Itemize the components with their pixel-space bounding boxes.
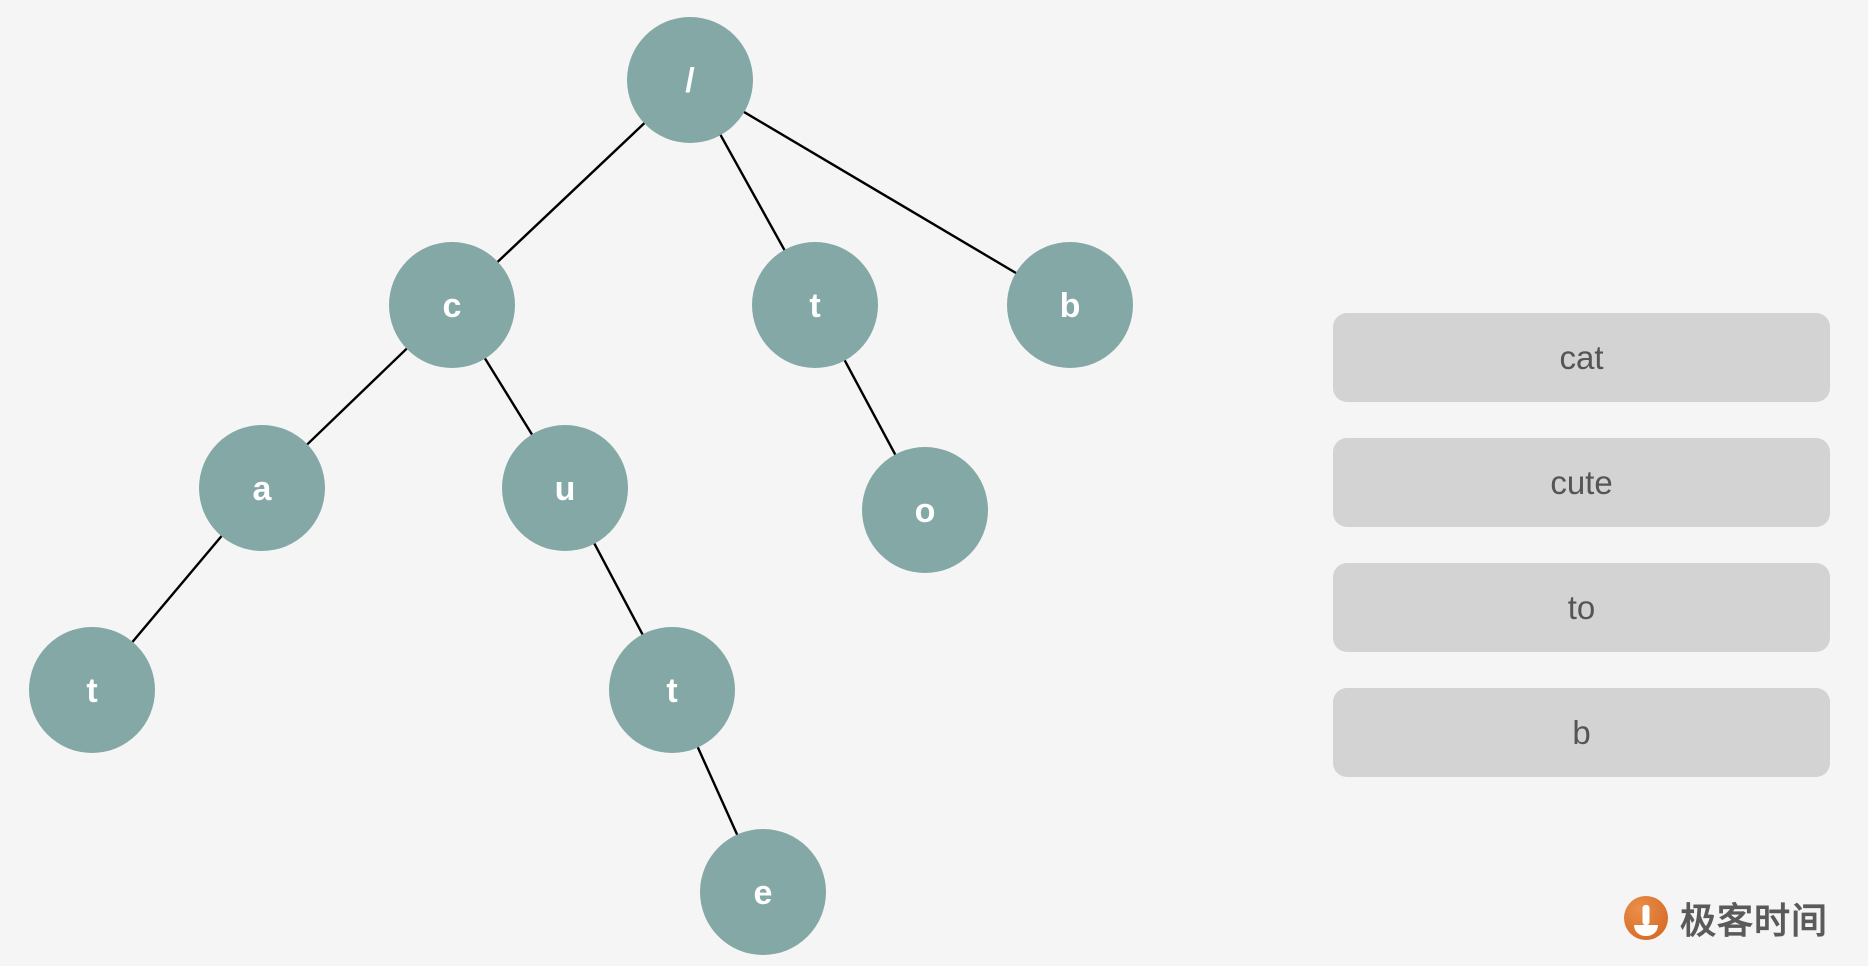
tree-node-label: o — [915, 492, 936, 530]
tree-node-t3[interactable]: t — [609, 627, 735, 753]
tree-edge-root-c — [493, 119, 649, 266]
tree-edge-c-u — [481, 354, 536, 439]
tree-node-t1[interactable]: t — [752, 242, 878, 368]
word-button-cat[interactable]: cat — [1333, 313, 1830, 402]
tree-node-circle — [1007, 242, 1133, 368]
geektime-logo-icon — [1623, 896, 1668, 940]
word-list-panel: cat cute to b — [1333, 313, 1830, 777]
tree-node-label: b — [1060, 287, 1081, 325]
tree-node-u[interactable]: u — [502, 425, 628, 551]
tree-node-label: e — [754, 874, 773, 912]
tree-node-circle — [29, 627, 155, 753]
tree-node-label: t — [86, 672, 97, 710]
watermark-label: 极客时间 — [1679, 901, 1828, 942]
tree-node-circle — [199, 425, 325, 551]
tree-node-label: t — [809, 287, 820, 325]
tree-node-label: / — [685, 62, 695, 100]
word-button-to[interactable]: to — [1333, 563, 1830, 652]
tree-node-label: a — [253, 470, 273, 508]
tree-node-circle — [752, 242, 878, 368]
tree-node-circle — [862, 447, 988, 573]
tree-edge-root-t1 — [717, 130, 788, 255]
tree-edge-t1-o — [841, 355, 899, 460]
tree-node-t2[interactable]: t — [29, 627, 155, 753]
tree-node-e[interactable]: e — [700, 829, 826, 955]
word-button-cute[interactable]: cute — [1333, 438, 1830, 527]
watermark: 极客时间 — [1623, 892, 1828, 944]
tree-node-circle — [389, 242, 515, 368]
trie-tree-graph: / c t b a u o t t e — [29, 17, 1133, 955]
tree-node-circle — [700, 829, 826, 955]
trie-tree-canvas: / c t b a u o t t e — [29, 17, 1133, 955]
tree-edge-u-t3 — [591, 538, 646, 640]
tree-node-label: t — [666, 672, 677, 710]
word-button-b[interactable]: b — [1333, 688, 1830, 777]
tree-edge-a-t2 — [128, 531, 226, 647]
tree-node-layer: / c t b a u o t t e — [29, 17, 1133, 955]
tree-node-root[interactable]: / — [627, 17, 753, 143]
tree-node-o[interactable]: o — [862, 447, 988, 573]
tree-node-label: c — [443, 287, 462, 325]
tree-node-b[interactable]: b — [1007, 242, 1133, 368]
tree-node-c[interactable]: c — [389, 242, 515, 368]
tree-node-circle — [609, 627, 735, 753]
tree-node-label: u — [555, 470, 576, 508]
tree-node-a[interactable]: a — [199, 425, 325, 551]
tree-node-circle — [627, 17, 753, 143]
tree-node-circle — [502, 425, 628, 551]
tree-edge-layer — [128, 108, 1021, 840]
tree-edge-c-a — [303, 344, 411, 449]
tree-edge-t3-e — [695, 742, 740, 840]
tree-edge-root-b — [739, 108, 1021, 277]
